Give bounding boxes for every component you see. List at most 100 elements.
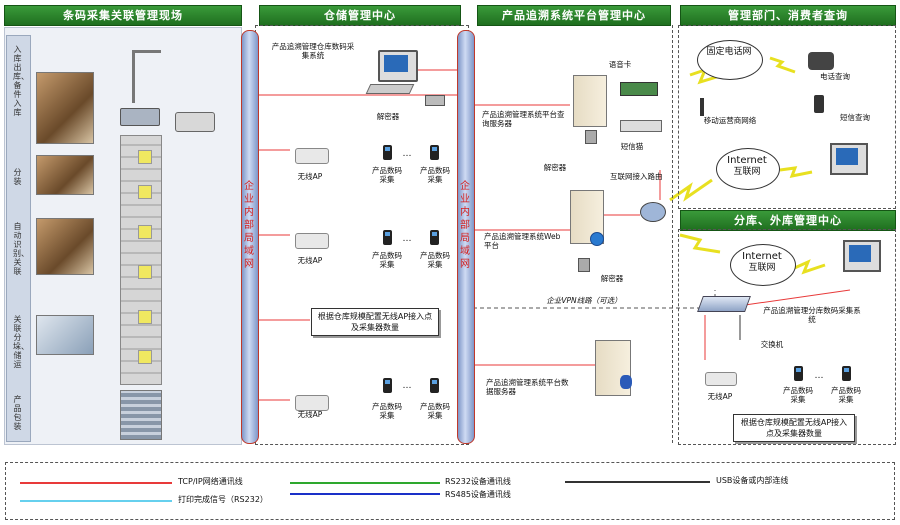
- ap-icon-3: [295, 395, 329, 411]
- branch-collector-label-b: 产品数码采集: [831, 386, 861, 404]
- legend-text-tcp: TCP/IP网络通讯线: [178, 477, 243, 486]
- region-branch: [678, 229, 896, 445]
- lan-pipe-platform: [457, 30, 475, 444]
- robot-arm: [132, 50, 161, 103]
- photo-stack: [36, 315, 94, 355]
- web-platform-label: 产品追溯管理系统Web平台: [484, 232, 561, 250]
- ap-label-3: 无线AP: [297, 410, 323, 419]
- platform-decoder-icon-1: [585, 130, 597, 144]
- photo-pack: [120, 390, 162, 440]
- mobile-icon: [814, 95, 824, 113]
- legend-text-print: 打印完成信号（RS232）: [178, 495, 268, 504]
- ap-icon-2: [295, 233, 329, 249]
- branch-collector-label-a: 产品数码采集: [783, 386, 813, 404]
- dots-3: …: [402, 381, 412, 391]
- query-server-icon: [573, 75, 607, 127]
- conveyor-belt: [120, 135, 162, 385]
- branch-ap-icon: [705, 372, 737, 386]
- ap-label-2: 无线AP: [297, 256, 323, 265]
- line-label-auto: 自动识别、关联: [13, 222, 29, 276]
- warehouse-keyboard: [365, 84, 415, 94]
- switch-label: 交换机: [760, 340, 784, 349]
- warehouse-pc-label: 产品追溯管理仓库数码采集系统: [271, 42, 355, 60]
- collector-icon-2a: [383, 230, 392, 245]
- branch-dots: …: [814, 371, 824, 381]
- switch-icon: [697, 296, 751, 312]
- section-header-production: 条码采集关联管理现场: [4, 5, 242, 26]
- lan-pipe-label-2: 企业内部局域网: [460, 181, 470, 270]
- branch-note: 根据仓库规模配置无线AP接入点及采集器数量: [733, 414, 855, 442]
- router-label: 互联网接入路由: [610, 172, 663, 181]
- line-label-stack: 关联分垛、储运: [13, 315, 29, 369]
- phone-icon: [808, 52, 834, 70]
- branch-collector-icon-b: [842, 366, 851, 381]
- vpn-label: 企业VPN线路（可选）: [546, 296, 622, 305]
- legend-box: [5, 462, 895, 520]
- branch-pc-screen: [849, 245, 871, 262]
- line-label-inbound: 入库出库、备件入库: [13, 45, 29, 117]
- region-platform: [474, 25, 673, 443]
- photo-split: [36, 155, 94, 195]
- collector-icon-3b: [430, 378, 439, 393]
- branch-collector-icon-a: [794, 366, 803, 381]
- region-query: [678, 25, 896, 209]
- legend-text-rs485: RS485设备通讯线: [445, 490, 511, 499]
- sms-query-label: 短信查询: [840, 113, 870, 122]
- section-header-branch: 分库、外库管理中心: [680, 210, 896, 231]
- collector-label-3b: 产品数码采集: [420, 402, 450, 420]
- router-icon: [640, 202, 666, 222]
- internet-label-2: Internet: [742, 251, 782, 262]
- fixed-phone-label: 固定电话网: [706, 47, 752, 57]
- box-3: [138, 225, 152, 239]
- platform-decoder-icon-2: [578, 258, 590, 272]
- internet-cn-label-1: 互联网: [733, 167, 761, 177]
- warehouse-decoder-icon: [425, 95, 445, 106]
- fixed-phone-cloud: [697, 40, 763, 80]
- dots-2: …: [402, 234, 412, 244]
- voice-card-label: 语音卡: [608, 60, 632, 69]
- section-header-query: 管理部门、消费者查询: [680, 5, 896, 26]
- internet-cloud-2: [730, 244, 796, 286]
- lan-pipe-warehouse: [241, 30, 259, 444]
- collector-icon-1a: [383, 145, 392, 160]
- collector-icon-2b: [430, 230, 439, 245]
- photo-auto: [36, 218, 94, 275]
- warehouse-note: 根据仓库规模配置无线AP接入点及采集器数量: [311, 308, 439, 336]
- dots-1: …: [402, 149, 412, 159]
- lan-pipe-label-1: 企业内部局域网: [244, 181, 254, 270]
- warehouse-pc-screen: [384, 55, 408, 72]
- database-icon: [620, 375, 632, 389]
- internet-label-1: Internet: [727, 155, 767, 166]
- sms-cat-icon: [620, 120, 662, 132]
- legend-text-usb: USB设备或内部连线: [716, 476, 789, 485]
- legend-line-rs232: [290, 482, 440, 484]
- box-4: [138, 265, 152, 279]
- legend-line-rs485: [290, 493, 440, 495]
- platform-decoder-label-2: 解密器: [600, 274, 624, 283]
- line-label-pack: 产品包装: [13, 395, 22, 431]
- ap-label-1: 无线AP: [297, 172, 323, 181]
- warehouse-decoder-label: 解密器: [376, 112, 400, 121]
- phone-query-label: 电话查询: [820, 72, 850, 81]
- collector-icon-1b: [430, 145, 439, 160]
- query-pc-screen: [836, 148, 858, 165]
- query-server-label: 产品追溯管理系统平台查询服务器: [482, 110, 565, 128]
- line-label-split: 分装: [13, 168, 22, 186]
- collector-label-1b: 产品数码采集: [420, 166, 450, 184]
- voice-card-icon: [620, 82, 658, 96]
- collector-label-1a: 产品数码采集: [372, 166, 402, 184]
- photo-inbound: [36, 72, 94, 144]
- legend-line-print: [20, 500, 172, 502]
- legend-text-rs232: RS232设备通讯线: [445, 477, 511, 486]
- legend-line-usb: [565, 481, 710, 483]
- box-2: [138, 185, 152, 199]
- section-header-warehouse: 仓储管理中心: [259, 5, 461, 26]
- db-server-label: 产品追溯管理系统平台数据服务器: [486, 378, 569, 396]
- branch-ap-label: 无线AP: [707, 392, 733, 401]
- box-1: [138, 150, 152, 164]
- internet-cn-label-2: 互联网: [748, 263, 776, 273]
- collector-label-2b: 产品数码采集: [420, 251, 450, 269]
- collector-label-3a: 产品数码采集: [372, 402, 402, 420]
- mobile-net-label: 移动运营商网络: [703, 116, 757, 125]
